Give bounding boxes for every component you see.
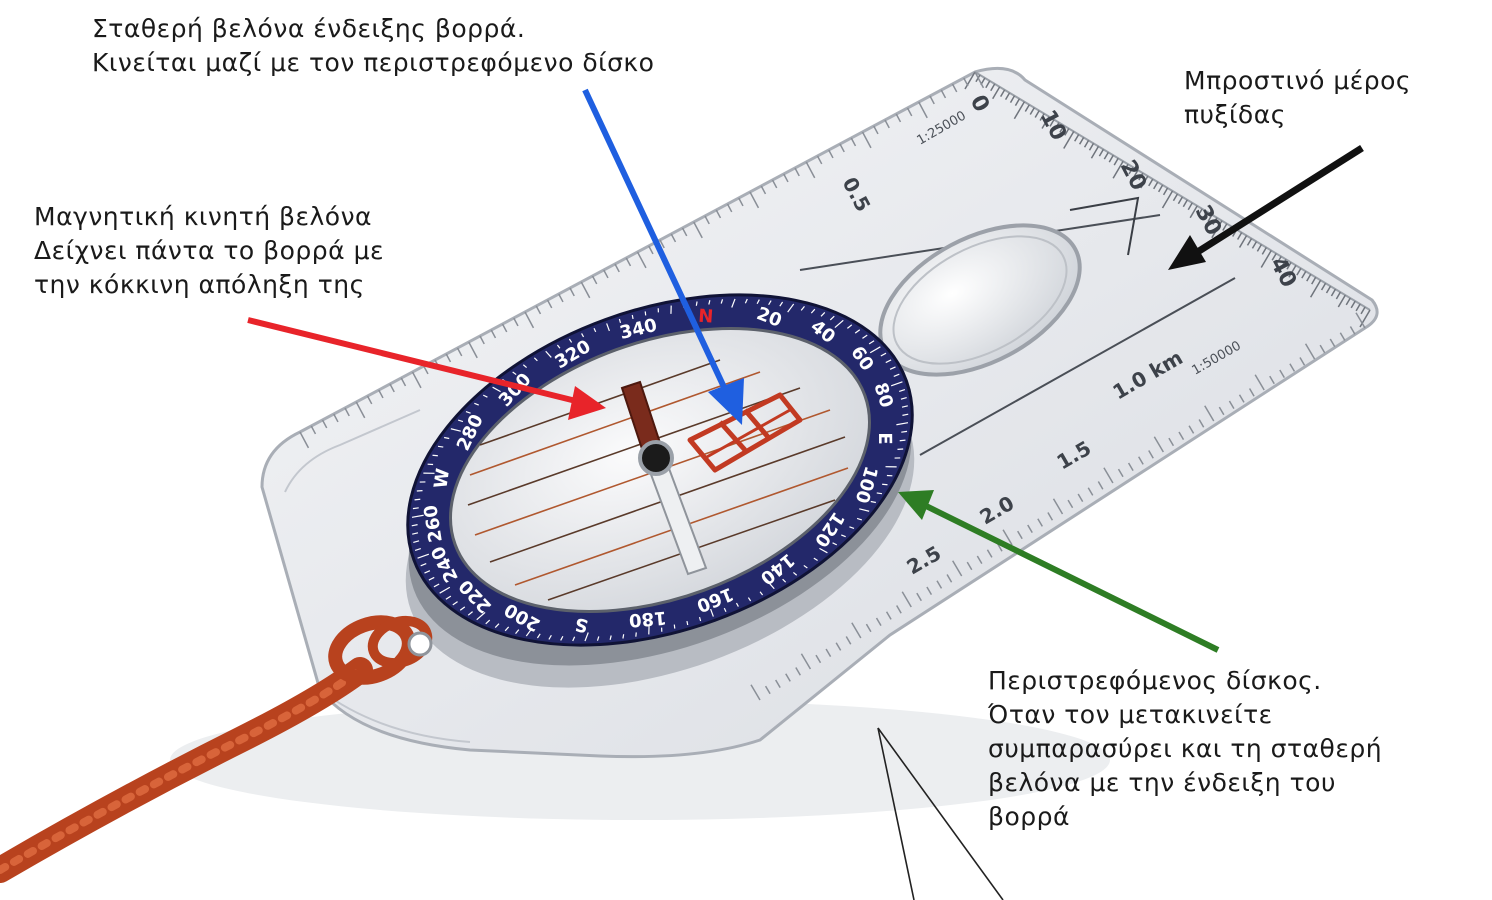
bezel-tick bbox=[433, 455, 438, 456]
label-line: την κόκκινη απόληξη της bbox=[34, 268, 384, 302]
bezel-tick bbox=[632, 315, 633, 319]
bezel-mark: N bbox=[698, 306, 714, 328]
label-line: πυξίδας bbox=[1184, 98, 1411, 132]
bezel-tick bbox=[901, 431, 907, 432]
bezel-tick bbox=[623, 634, 624, 638]
bezel-tick bbox=[687, 621, 688, 625]
label-line: Όταν τον μετακινείτε bbox=[988, 698, 1382, 732]
label-line: Κινείται μαζί με τον περιστρεφόμενο δίσκ… bbox=[92, 46, 654, 80]
label-magnetic-needle: Μαγνητική κινητή βελόνα Δείχνει πάντα το… bbox=[34, 200, 384, 302]
bezel-tick bbox=[877, 493, 882, 494]
bezel-tick bbox=[900, 440, 906, 441]
label-line: Μπροστινό μέρος bbox=[1184, 64, 1411, 98]
bezel-tick bbox=[413, 508, 419, 509]
label-line: Περιστρεφόμενος δίσκος. bbox=[988, 664, 1382, 698]
bezel-tick bbox=[882, 484, 887, 485]
label-line: βορρά bbox=[988, 800, 1382, 834]
bezel-mark: W bbox=[430, 467, 454, 490]
label-line: βελόνα με την ένδειξη του bbox=[988, 766, 1382, 800]
label-fixed-north-needle: Σταθερή βελόνα ένδειξης βορρά. Κινείται … bbox=[92, 12, 654, 80]
needle-pivot bbox=[640, 442, 672, 474]
label-line: Δείχνει πάντα το βορρά με bbox=[34, 234, 384, 268]
lanyard-hole bbox=[409, 633, 431, 655]
bezel-tick bbox=[696, 302, 697, 306]
bezel-mark: 180 bbox=[628, 607, 667, 631]
bezel-tick bbox=[415, 499, 421, 500]
label-line: Μαγνητική κινητή βελόνα bbox=[34, 200, 384, 234]
label-line: Σταθερή βελόνα ένδειξης βορρά. bbox=[92, 12, 654, 46]
bezel-tick bbox=[438, 446, 443, 447]
label-compass-front: Μπροστινό μέρος πυξίδας bbox=[1184, 64, 1411, 132]
label-line: συμπαρασύρει και τη σταθερή bbox=[988, 732, 1382, 766]
label-rotating-dial: Περιστρεφόμενος δίσκος. Όταν τον μετακιν… bbox=[988, 664, 1382, 834]
bezel-mark: E bbox=[874, 432, 895, 444]
